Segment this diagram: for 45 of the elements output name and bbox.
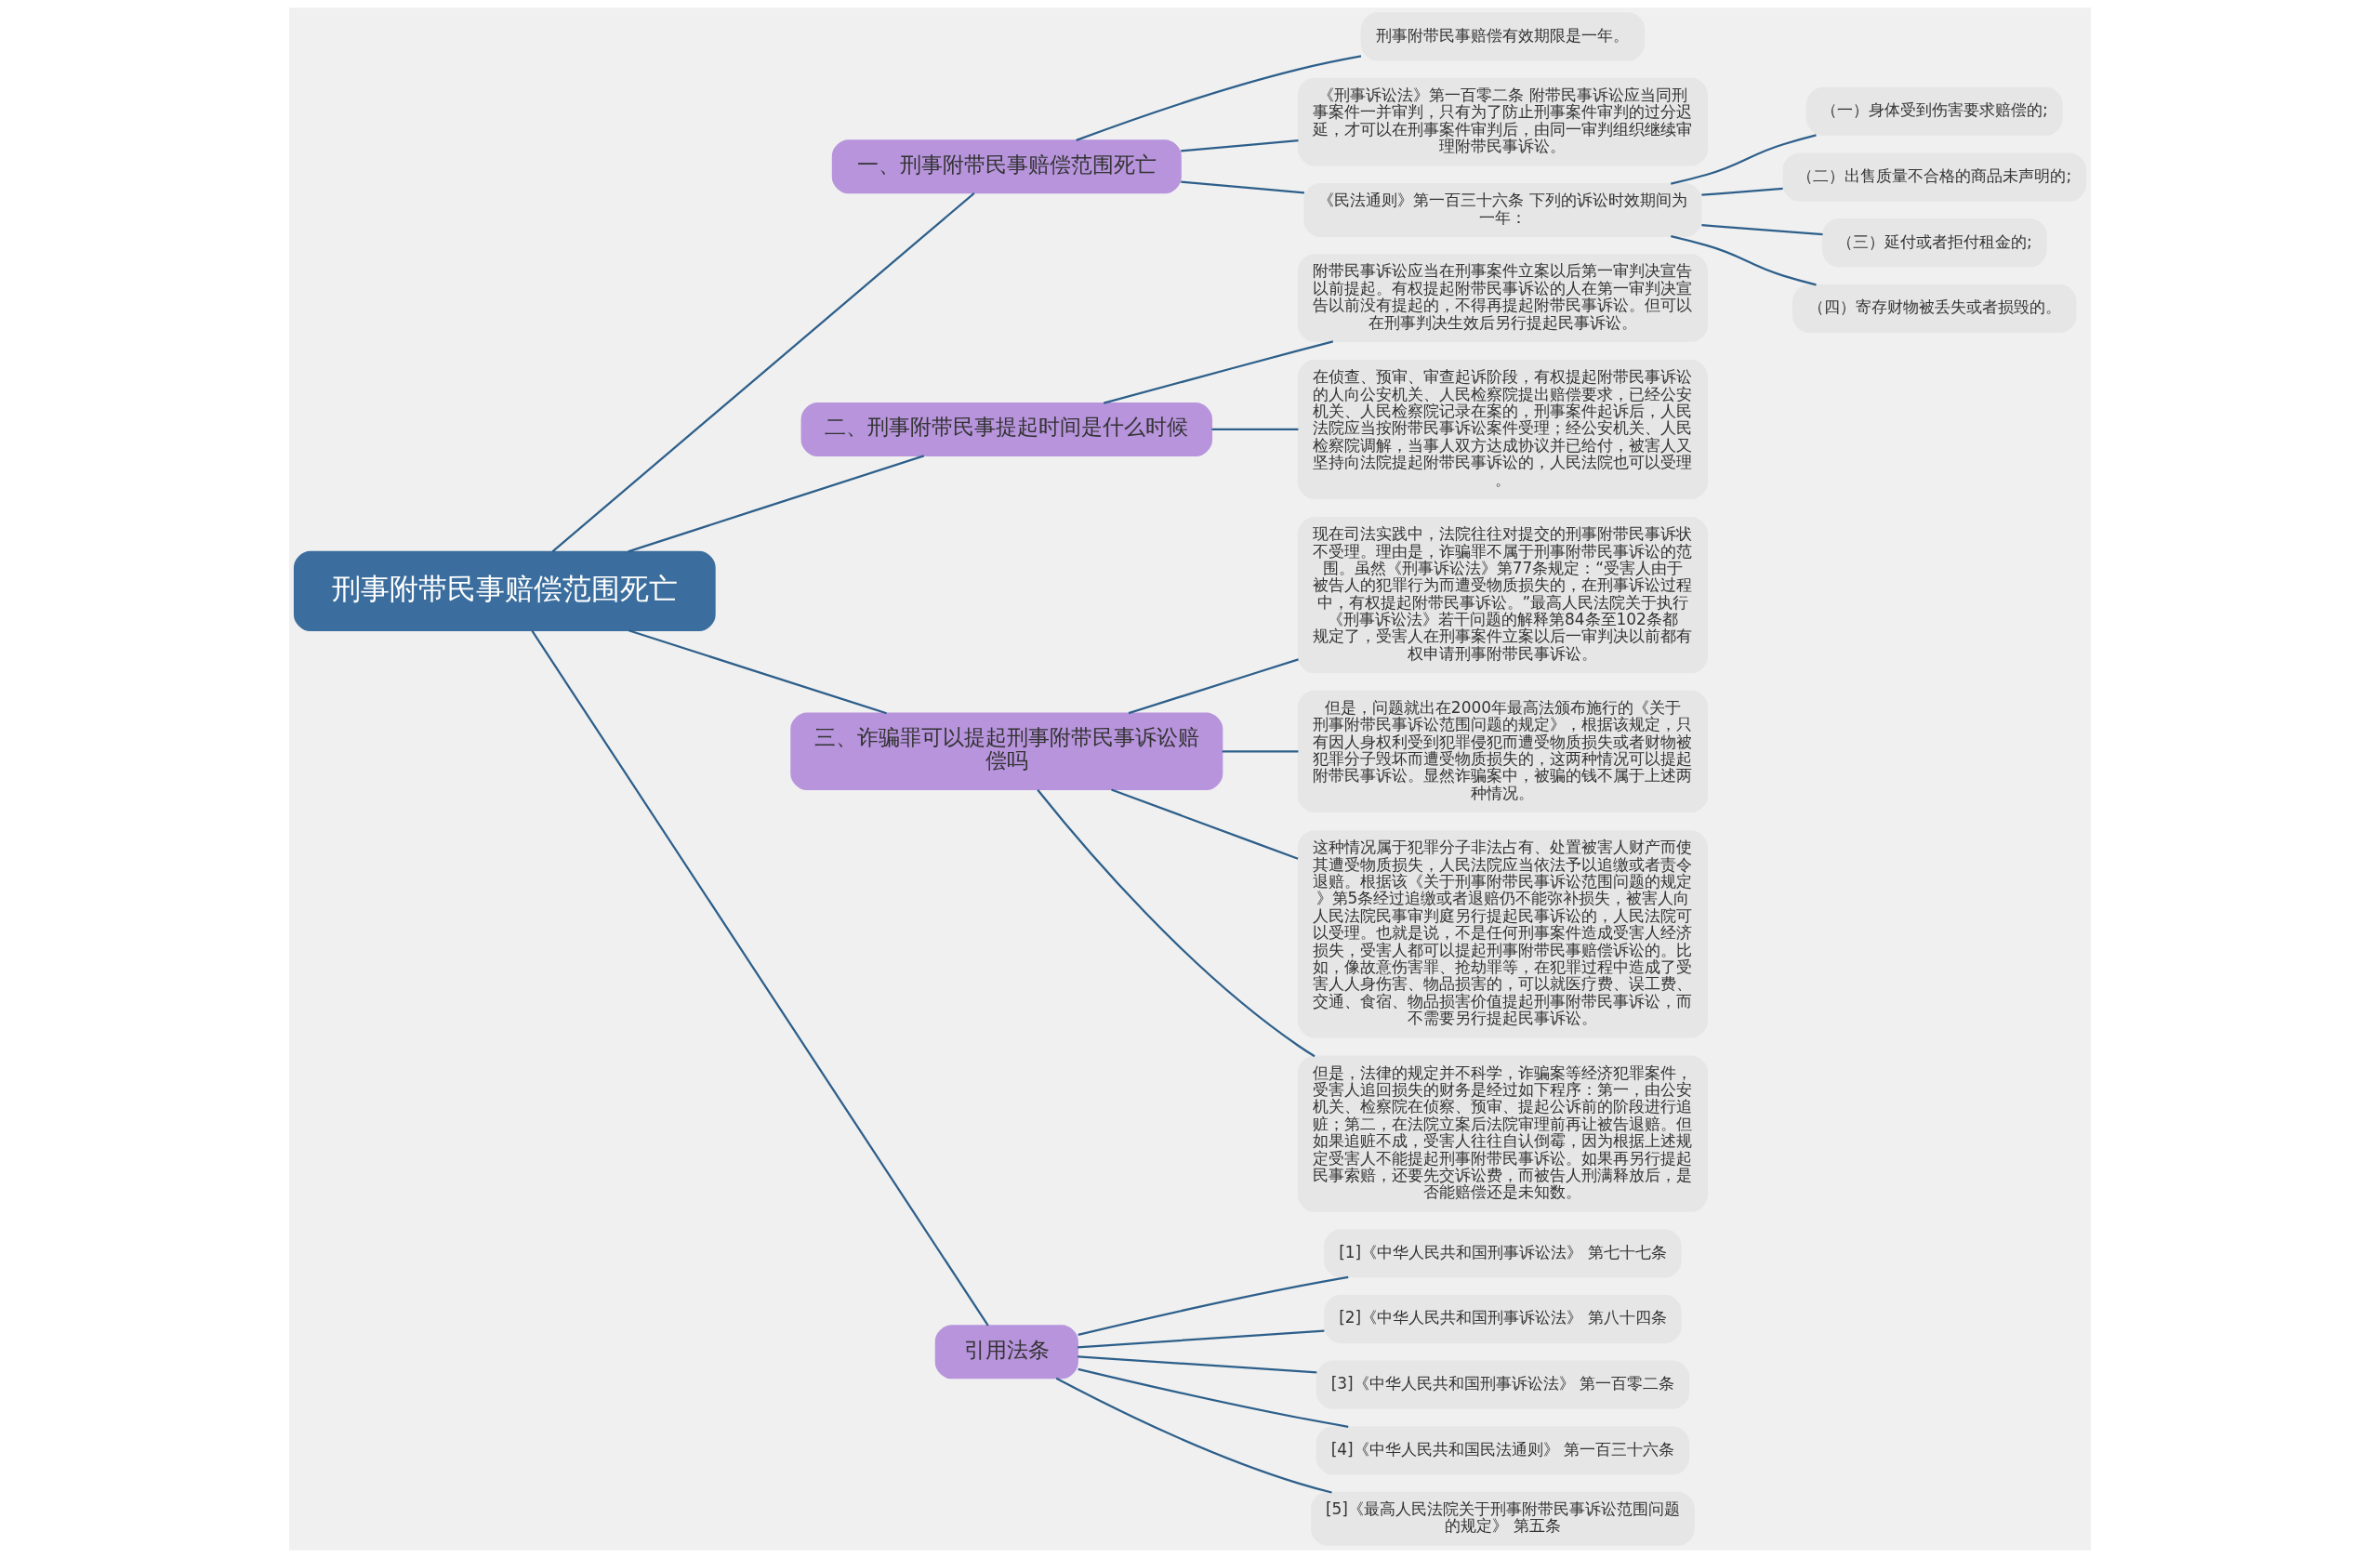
node-box: [1]《中华人民共和国刑事诉讼法》 第七十七条 — [1324, 1229, 1682, 1278]
node-box: 这种情况属于犯罪分子非法占有、处置被害人财产而使其遭受物质损失，人民法院应当依法予以追缴或者责令退赔。根据该《关于刑事附带民事诉讼范围问题的规定》第5条经过追缴或者退赔仍不能弥补损失，被害人向人民法院民事审判庭另行提起民事诉讼的，人民法院可以受理。也就是说，不是任何刑事案件造成受害人经济损失，受害人都可以提起刑事附带民事赔偿诉讼的。比如，像故意伤害罪、抢劫罪等，在犯罪过程中造成了受害人人身伤害、物品损害的，可以就医疗费、误工费、交通、食宿、物品损害价值提起刑事附带民事诉讼，而不需要另行提起民事诉讼。 — [1297, 830, 1708, 1038]
node-box: 刑事附带民事赔偿有效期限是一年。 — [1360, 12, 1646, 61]
node-box: [4]《中华人民共和国民法通则》 第一百三十六条 — [1316, 1426, 1690, 1475]
node-box: 《民法通则》第一百三十六条 下列的诉讼时效期间为一年： — [1303, 182, 1702, 237]
connector — [628, 629, 887, 715]
connector — [1671, 134, 1817, 185]
node-box: 但是，问题就出在2000年最高法颁布施行的《关于刑事附带民事诉讼范围问题的规定》，根据该规定，只有因人身权利受到犯罪侵犯而遭受物质损失或者财物被犯罪分子毁坏而遭受物质损失的，这两种情况可以提起附带民事诉讼。显然诈骗案中，被骗的钱不属于上述两种情况。 — [1297, 690, 1708, 813]
connector — [531, 630, 989, 1327]
node-box: 《刑事诉讼法》第一百零二条 附带民事诉讼应当同刑事案件一并审判，只有为了防止刑事案件审判的过分迟延，才可以在刑事案件审判后，由同一审判组织继续审理附带民事诉讼。 — [1297, 77, 1708, 166]
connector — [1076, 55, 1362, 141]
connector — [1078, 1329, 1325, 1349]
node-box: [3]《中华人民共和国刑事诉讼法》 第一百零二条 — [1316, 1360, 1690, 1409]
connector — [1128, 658, 1299, 715]
connector — [1671, 235, 1817, 286]
connector — [1181, 180, 1305, 194]
connector — [551, 191, 975, 553]
node-box: （二）出售质量不合格的商品未声明的; — [1782, 152, 2087, 202]
connector — [1181, 139, 1299, 152]
node-box: [2]《中华人民共和国刑事诉讼法》 第八十四条 — [1324, 1294, 1682, 1344]
node-box: 引用法条 — [934, 1325, 1078, 1380]
node-box: 现在司法实践中，法院往往对提交的刑事附带民事诉状不受理。理由是，诈骗罪不属于刑事附带民事诉讼的范围。虽然《刑事诉讼法》第77条规定：“受害人由于被告人的犯罪行为而遭受物质损失的，在刑事诉讼过程中，有权提起附带民事诉讼。”最高人民法院关于执行《刑事诉讼法》若干问题的解释第84条至102条都规定了，受害人在刑事案件立案以后一审判决以前都有权申请刑事附带民事诉讼。 — [1297, 517, 1708, 674]
node-box: 但是，法律的规定并不科学，诈骗案等经济犯罪案件，受害人追回损失的财务是经过如下程序：第一，由公安机关、检察院在侦察、预审、提起公诉前的阶段进行追赃；第二，在法院立案后法院审理前再让被告退赔。但如果追赃不成，受害人往往自认倒霉，因为根据上述规定受害人不能提起刑事附带民事诉讼。如果再另行提起民事索赔，还要先交诉讼费，而被告人刑满释放后，是否能赔偿还是未知数。 — [1297, 1055, 1708, 1212]
node-box: 一、刑事附带民事赔偿范围死亡 — [831, 139, 1182, 194]
connector — [1078, 1355, 1317, 1374]
node-box: [5]《最高人民法院关于刑事附带民事诉讼范围问题的规定》 第五条 — [1311, 1491, 1695, 1546]
connector — [1222, 750, 1299, 753]
connector — [1211, 428, 1299, 431]
connector — [1078, 1275, 1349, 1336]
connector — [1103, 340, 1334, 404]
node-box: 附带民事诉讼应当在刑事案件立案以后第一审判决宣告以前提起。有权提起附带民事诉讼的人在第一审判决宣告以前没有提起的，不得再提起附带民事诉讼。但可以在刑事判决生效后另行提起民事诉讼。 — [1297, 254, 1708, 342]
connector — [1701, 224, 1823, 236]
node-box: 二、刑事附带民事提起时间是什么时候 — [800, 403, 1213, 456]
node-box: 在侦查、预审、审查起诉阶段，有权提起附带民事诉讼的人向公安机关、人民检察院提出赔偿要求，已经公安机关、人民检察院记录在案的，刑事案件起诉后，人民法院应当按附带民事诉讼案件受理；经公安机关、人民检察院调解，当事人双方达成协议并已给付，被害人又坚持向法院提起附带民事诉讼的，人民法院也可以受理。 — [1297, 360, 1708, 499]
connector — [1055, 1377, 1332, 1494]
connector — [1111, 788, 1299, 860]
node-box: 三、诈骗罪可以提起刑事附带民事诉讼赔偿吗 — [790, 712, 1223, 790]
node-box: 刑事附带民事赔偿范围死亡 — [293, 550, 716, 631]
node-box: （一）身体受到伤害要求赔偿的; — [1805, 86, 2063, 137]
node-box: （四）寄存财物被丢失或者损毁的。 — [1792, 284, 2077, 334]
connector — [1037, 789, 1316, 1058]
connector — [1701, 187, 1783, 196]
node-box: （三）延付或者拒付租金的; — [1821, 218, 2047, 268]
connector — [1078, 1367, 1349, 1428]
connector — [628, 455, 925, 553]
